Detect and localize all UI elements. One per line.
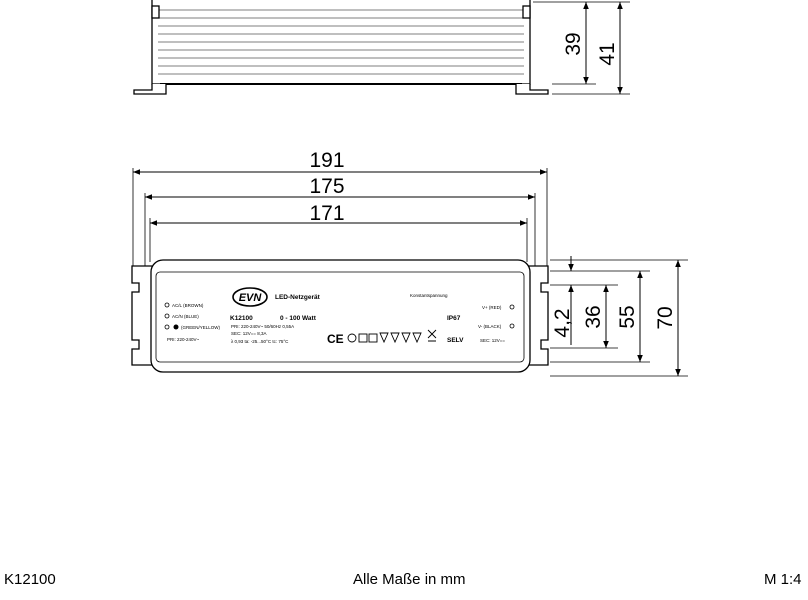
dim-text-39: 39 [562, 32, 585, 55]
pri-short: PRI: 220-240V~ [167, 337, 200, 342]
dim-text-36: 36 [582, 305, 605, 328]
dim-39: 39 [562, 1, 589, 84]
dim-text-70: 70 [654, 306, 677, 329]
dim-text-4-2: 4,2 [551, 308, 574, 337]
logo-text: EVN [239, 292, 263, 304]
footer-scale: M 1:4 [764, 571, 802, 588]
dim-171 [149, 218, 528, 262]
dim-55: 55 [616, 271, 643, 362]
width-extension-lines [550, 259, 688, 377]
footer-units-note: Alle Maße in mm [353, 571, 466, 588]
label-power: 0 - 100 Watt [280, 315, 317, 322]
label-mode: Konstantspannung [410, 293, 448, 298]
dim-41: 41 [596, 1, 623, 94]
dim-175 [144, 193, 536, 270]
footer-model: K12100 [4, 571, 56, 588]
label-ip: IP67 [447, 315, 461, 322]
dim-36: 36 [582, 285, 609, 348]
sec-short: SEC: 12V== [480, 338, 505, 343]
side-view [133, 0, 630, 95]
dim-70: 70 [654, 260, 681, 376]
wire-ac-n: AC/N (BLUE) [172, 314, 199, 319]
wire-v-plus: V+ (RED) [482, 305, 502, 310]
dim-text-191: 191 [309, 149, 344, 172]
label-input-spec: PRI: 220-240V~ 50/60Hz 0,55A [231, 324, 294, 329]
wire-legend-right: V+ (RED) V- (BLACK) SEC: 12V== [478, 304, 515, 343]
label-output-spec: SEC: 12V== 8,3A [231, 331, 267, 336]
label-temp-spec: λ 0,93 ta: -25...50°C tc: 75°C [231, 339, 289, 344]
dim-text-55: 55 [616, 305, 639, 328]
dim-text-175: 175 [309, 175, 344, 198]
wire-v-minus: V- (BLACK) [478, 324, 502, 329]
ce-mark: CE [327, 332, 344, 346]
label-model: K12100 [230, 315, 253, 322]
dim-191 [132, 168, 548, 275]
dim-text-41: 41 [596, 42, 619, 65]
product-label: EVN LED-Netzgerät Konstantspannung K1210… [164, 287, 515, 346]
label-selv: SELV [447, 337, 464, 344]
evn-logo: EVN [232, 287, 268, 307]
wire-ac-l: AC/L (BROWN) [172, 303, 204, 308]
certification-icons [347, 329, 437, 344]
label-product-name: LED-Netzgerät [275, 294, 321, 301]
wire-pe: (GREEN/YELLOW) [181, 325, 221, 330]
cooling-fins [158, 9, 524, 75]
dim-text-171: 171 [309, 202, 344, 225]
wire-legend-left: AC/L (BROWN) AC/N (BLUE) (GREEN/YELLOW) … [164, 302, 221, 342]
